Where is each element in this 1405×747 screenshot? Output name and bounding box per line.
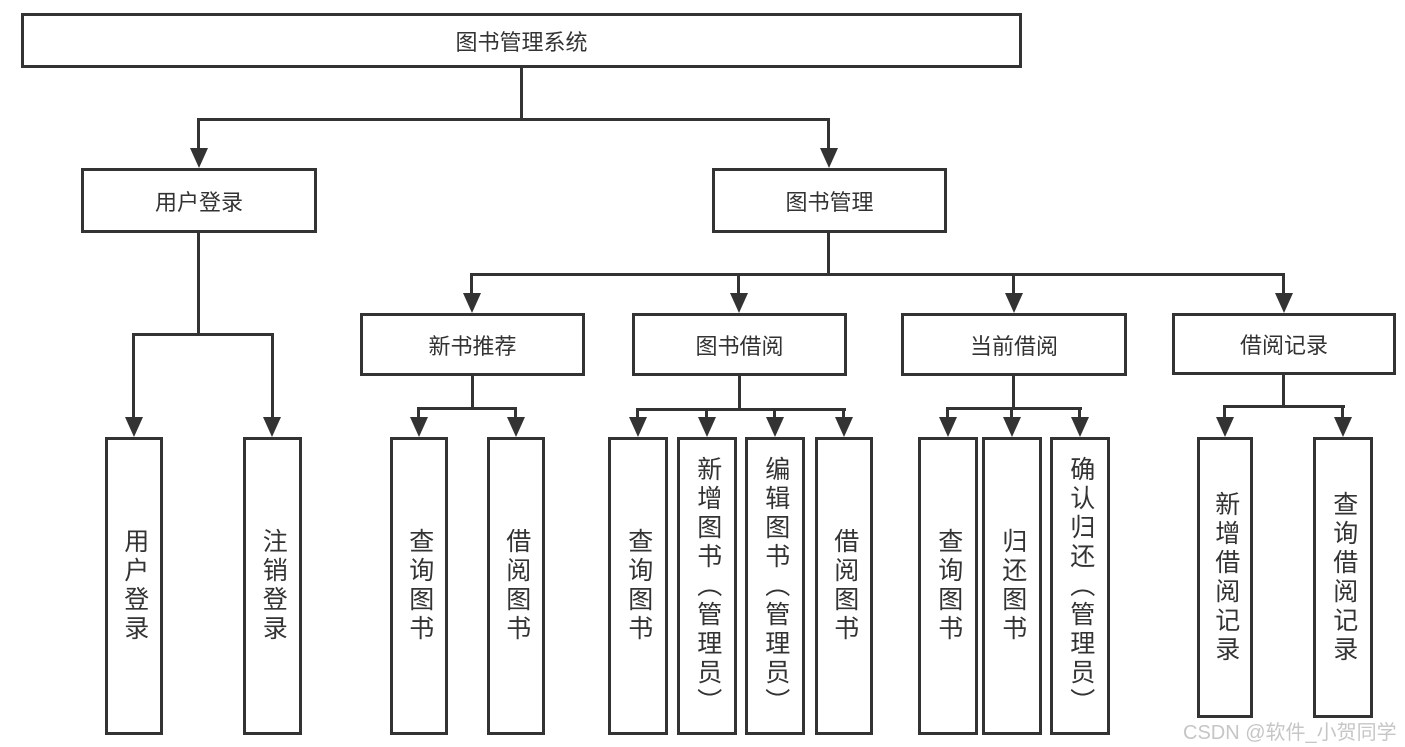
connector-stub (197, 118, 200, 150)
leaf-label: 编辑图书（管理员） (761, 455, 790, 717)
connector-stub (1223, 405, 1226, 419)
arrow-down-icon (507, 417, 525, 437)
connector-stub (827, 118, 830, 150)
arrow-down-icon (1003, 417, 1021, 437)
arrow-down-icon (698, 417, 716, 437)
arrow-down-icon (463, 293, 481, 313)
leaf-query-books-borrowing: 查询图书 (608, 437, 668, 735)
connector-stub (946, 407, 949, 419)
leaf-label: 新增借阅记录 (1211, 490, 1240, 665)
leaf-label: 借阅图书 (502, 528, 531, 644)
arrow-down-icon (190, 148, 208, 168)
node-label: 用户登录 (154, 189, 243, 215)
connector-hline (1223, 405, 1345, 408)
node-current-borrowing: 当前借阅 (901, 313, 1127, 376)
arrow-down-icon (1005, 293, 1023, 313)
connector-vline (1012, 376, 1015, 407)
connector-hline (197, 118, 830, 121)
leaf-add-books-admin: 新增图书（管理员） (677, 437, 737, 735)
leaf-edit-books-admin: 编辑图书（管理员） (745, 437, 805, 735)
node-borrowing-records: 借阅记录 (1172, 313, 1396, 375)
leaf-confirm-return-admin: 确认归还（管理员） (1050, 437, 1110, 735)
node-library-management-system: 图书管理系统 (21, 13, 1022, 68)
leaf-label: 归还图书 (998, 528, 1027, 644)
node-user-login-branch: 用户登录 (81, 168, 317, 233)
leaf-label: 用户登录 (120, 528, 149, 644)
connector-vline (471, 376, 474, 407)
arrow-down-icon (1275, 293, 1293, 313)
connector-stub (1010, 407, 1013, 419)
leaf-label: 确认归还（管理员） (1066, 455, 1095, 717)
node-label: 图书管理系统 (455, 29, 588, 55)
arrow-down-icon (263, 417, 281, 437)
arrow-down-icon (410, 417, 428, 437)
leaf-label: 查询图书 (624, 528, 653, 644)
node-label: 新书推荐 (428, 333, 517, 359)
arrow-down-icon (1334, 417, 1352, 437)
node-label: 当前借阅 (969, 333, 1058, 359)
arrow-down-icon (1071, 417, 1089, 437)
connector-vline (1282, 375, 1285, 405)
leaf-label: 查询借阅记录 (1329, 490, 1358, 665)
leaf-query-books-current: 查询图书 (918, 437, 978, 735)
leaf-label: 查询图书 (934, 528, 963, 644)
leaf-borrow-books-recommend: 借阅图书 (487, 437, 545, 735)
connector-hline (471, 273, 1285, 276)
arrow-down-icon (820, 148, 838, 168)
connector-stub (705, 408, 708, 419)
connector-hline (417, 407, 517, 410)
connector-stub (1012, 273, 1015, 295)
leaf-query-books-recommend: 查询图书 (390, 437, 448, 735)
leaf-label: 新增图书（管理员） (693, 455, 722, 717)
leaf-label: 注销登录 (259, 528, 288, 644)
node-new-book-recommendation: 新书推荐 (360, 313, 585, 376)
connector-stub (773, 408, 776, 419)
leaf-return-books: 归还图书 (982, 437, 1042, 735)
connector-stub (1078, 407, 1081, 419)
node-book-management-branch: 图书管理 (712, 168, 947, 233)
arrow-down-icon (939, 417, 957, 437)
connector-stub (1341, 405, 1344, 419)
arrow-down-icon (730, 293, 748, 313)
connector-stub (271, 333, 274, 419)
connector-hline (636, 408, 846, 411)
leaf-label: 借阅图书 (830, 528, 859, 644)
leaf-user-login: 用户登录 (105, 437, 163, 735)
node-book-borrowing: 图书借阅 (632, 313, 847, 376)
leaf-query-borrow-record: 查询借阅记录 (1313, 437, 1373, 718)
connector-stub (514, 407, 517, 419)
connector-stub (470, 273, 473, 295)
connector-stub (132, 333, 135, 419)
connector-stub (1282, 273, 1285, 295)
leaf-add-borrow-record: 新增借阅记录 (1197, 437, 1253, 718)
leaf-logout: 注销登录 (243, 437, 302, 735)
connector-stub (842, 408, 845, 419)
connector-vline (197, 233, 200, 333)
csdn-watermark: CSDN @软件_小贺同学 (1183, 722, 1397, 744)
connector-stub (737, 273, 740, 295)
connector-vline (520, 68, 523, 118)
arrow-down-icon (835, 417, 853, 437)
connector-hline (132, 333, 274, 336)
node-label: 图书管理 (785, 189, 874, 215)
arrow-down-icon (125, 417, 143, 437)
leaf-borrow-books-borrowing: 借阅图书 (815, 437, 873, 735)
connector-vline (827, 233, 830, 273)
connector-hline (946, 407, 1082, 410)
connector-vline (738, 376, 741, 408)
node-label: 借阅记录 (1239, 333, 1328, 358)
leaf-label: 查询图书 (405, 528, 434, 644)
arrow-down-icon (629, 417, 647, 437)
arrow-down-icon (766, 417, 784, 437)
arrow-down-icon (1216, 417, 1234, 437)
connector-stub (636, 408, 639, 419)
node-label: 图书借阅 (695, 333, 784, 359)
connector-stub (417, 407, 420, 419)
